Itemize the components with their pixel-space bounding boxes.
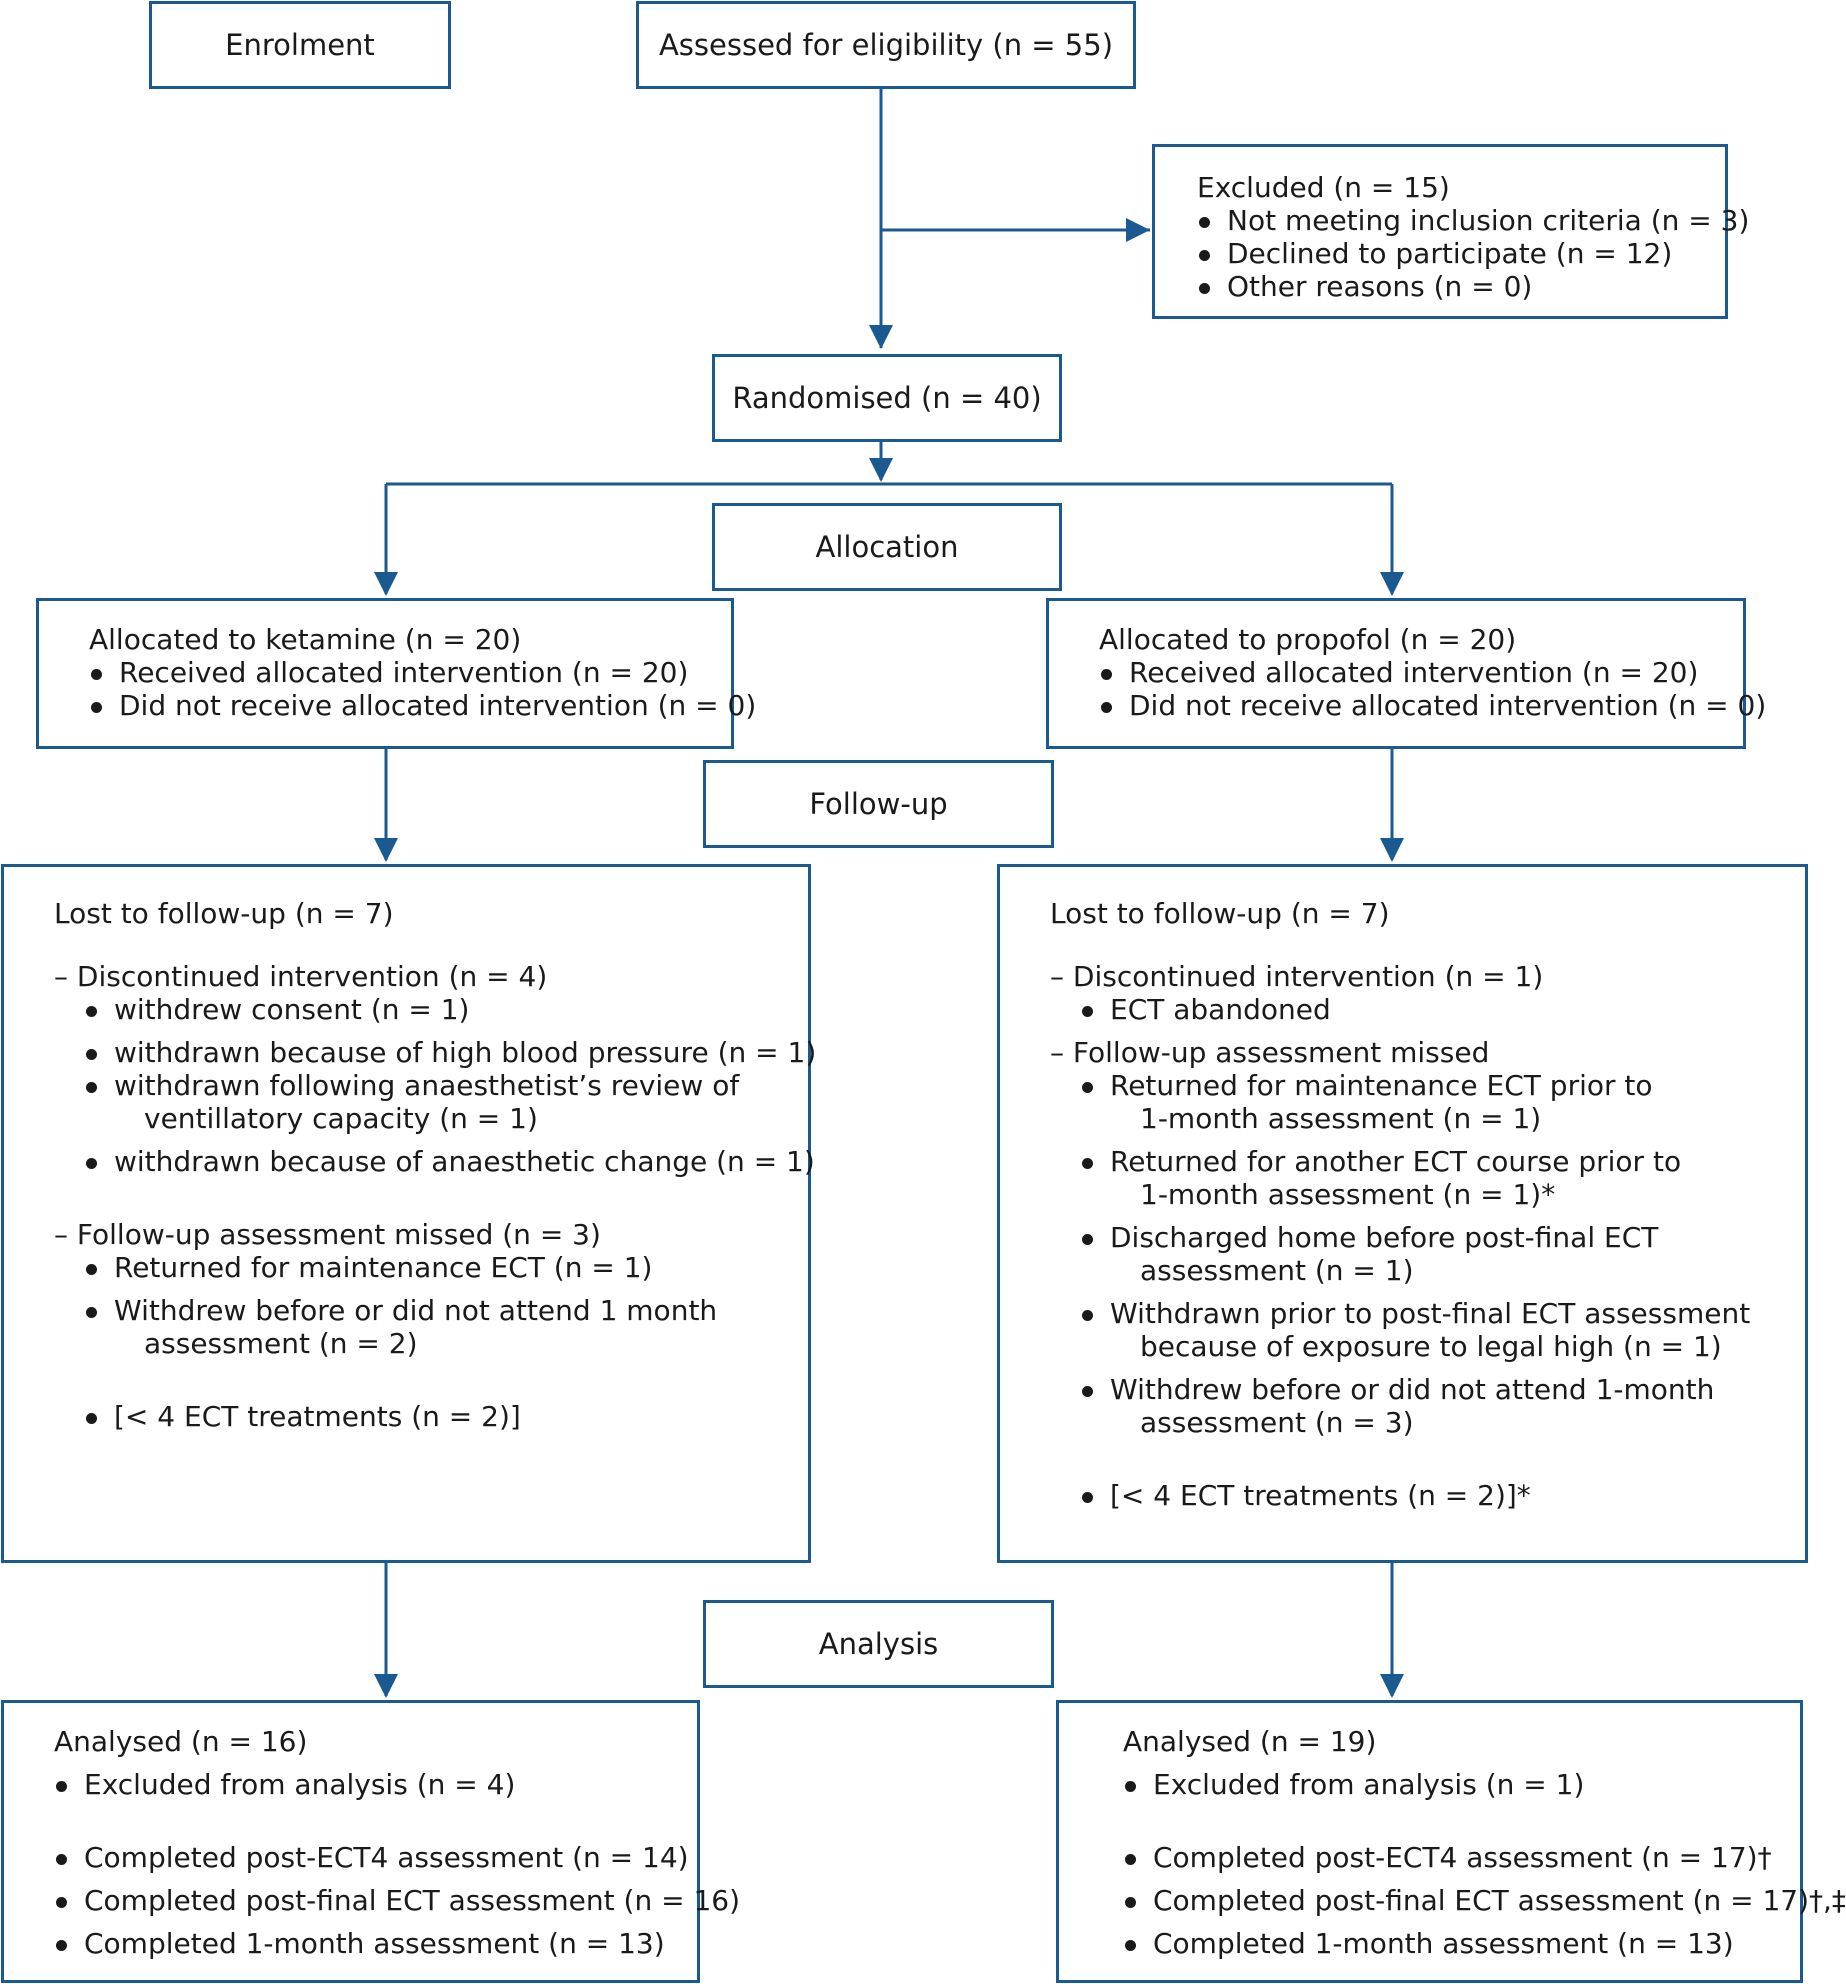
lost-right-missed-list: Returned for maintenance ECT prior to 1-…	[1050, 1069, 1805, 1512]
excluded-box: Excluded (n = 15) Not meeting inclusion …	[1152, 144, 1749, 319]
list-item: Returned for maintenance ECT prior to	[1080, 1069, 1805, 1102]
stage-enrolment: Enrolment	[149, 1, 451, 89]
list-item-continued: assessment (n = 3)	[1140, 1406, 1414, 1439]
list-item: Completed post-ECT4 assessment (n = 14)	[54, 1841, 697, 1874]
lost-left-box: Lost to follow-up (n = 7) – Discontinued…	[1, 864, 816, 1563]
propofol-item: Received allocated intervention (n = 20)	[1099, 656, 1743, 689]
stage-allocation: Allocation	[712, 503, 1062, 591]
list-item: ECT abandoned	[1080, 993, 1805, 1026]
list-item: Withdrew before or did not attend 1-mont…	[1080, 1373, 1805, 1406]
list-item-continued: assessment (n = 2)	[144, 1327, 418, 1360]
lost-left-discontinued: – Discontinued intervention (n = 4)	[54, 960, 548, 993]
lost-left-title: Lost to follow-up (n = 7)	[54, 897, 394, 930]
lost-right-title: Lost to follow-up (n = 7)	[1050, 897, 1390, 930]
analysed-left-box: Analysed (n = 16) Excluded from analysis…	[1, 1700, 740, 1983]
list-item: Completed 1-month assessment (n = 13)	[54, 1927, 697, 1960]
flow-connectors	[374, 88, 1404, 1698]
lost-right-box: Lost to follow-up (n = 7) – Discontinued…	[997, 864, 1808, 1563]
arrowhead-lost-left	[374, 838, 398, 862]
analysed-right-box: Analysed (n = 19) Excluded from analysis…	[1056, 1700, 1846, 1983]
arrowhead-lost-right	[1380, 838, 1404, 862]
lost-right-disc-list: ECT abandoned	[1050, 993, 1805, 1026]
excluded-item: Not meeting inclusion criteria (n = 3)	[1197, 204, 1749, 237]
analysed-right-excluded: Excluded from analysis (n = 1)	[1123, 1768, 1800, 1801]
list-item-continued: ventillatory capacity (n = 1)	[144, 1102, 538, 1135]
propofol-item: Did not receive allocated intervention (…	[1099, 689, 1766, 722]
list-item: Completed post-final ECT assessment (n =…	[54, 1884, 740, 1917]
lost-left-disc-list: withdrew consent (n = 1) withdrawn becau…	[54, 993, 816, 1178]
arrowhead-analysed-left	[374, 1674, 398, 1698]
arrowhead-split	[869, 458, 893, 482]
list-item: [< 4 ECT treatments (n = 2)]	[84, 1400, 808, 1433]
stage-analysis-label: Analysis	[818, 1627, 939, 1661]
arrowhead-randomised	[869, 325, 893, 349]
list-item-continued: assessment (n = 1)	[1140, 1254, 1414, 1287]
ketamine-item: Received allocated intervention (n = 20)	[89, 656, 731, 689]
arrowhead-excluded	[1126, 218, 1150, 242]
stage-followup: Follow-up	[703, 760, 1054, 848]
excluded-item: Declined to participate (n = 12)	[1197, 237, 1725, 270]
list-item: Completed post-final ECT assessment (n =…	[1123, 1884, 1846, 1917]
assessed-box: Assessed for eligibility (n = 55)	[636, 1, 1136, 89]
stage-enrolment-label: Enrolment	[225, 28, 375, 62]
stage-allocation-label: Allocation	[815, 530, 959, 564]
arrowhead-analysed-right	[1380, 1674, 1404, 1698]
analysed-right-title: Analysed (n = 19)	[1123, 1725, 1377, 1758]
list-item: withdrawn because of anaesthetic change …	[84, 1145, 815, 1178]
arrowhead-ketamine	[374, 572, 398, 596]
list-item-continued: 1-month assessment (n = 1)*	[1140, 1178, 1556, 1211]
lost-left-missed: – Follow-up assessment missed (n = 3)	[54, 1218, 601, 1251]
list-item: Completed post-ECT4 assessment (n = 17)†	[1123, 1841, 1800, 1874]
list-item: Discharged home before post-final ECT	[1080, 1221, 1805, 1254]
list-item: [< 4 ECT treatments (n = 2)]*	[1080, 1479, 1805, 1512]
excluded-item: Other reasons (n = 0)	[1197, 270, 1725, 303]
excluded-title: Excluded (n = 15)	[1197, 171, 1450, 204]
stage-followup-label: Follow-up	[809, 787, 948, 821]
propofol-box: Allocated to propofol (n = 20) Received …	[1046, 598, 1766, 749]
randomised-box: Randomised (n = 40)	[712, 354, 1062, 442]
lost-left-missed-list: Returned for maintenance ECT (n = 1) Wit…	[54, 1251, 808, 1433]
analysed-left-excluded: Excluded from analysis (n = 4)	[54, 1768, 697, 1801]
list-item: Returned for maintenance ECT (n = 1)	[84, 1251, 808, 1284]
lost-right-discontinued: – Discontinued intervention (n = 1)	[1050, 960, 1544, 993]
ketamine-item: Did not receive allocated intervention (…	[89, 689, 756, 722]
lost-right-missed: – Follow-up assessment missed	[1050, 1036, 1490, 1069]
assessed-text: Assessed for eligibility (n = 55)	[658, 28, 1114, 62]
list-item: withdrawn because of high blood pressure…	[84, 1036, 816, 1069]
list-item: withdrawn following anaesthetist’s revie…	[84, 1069, 808, 1102]
propofol-title: Allocated to propofol (n = 20)	[1099, 623, 1517, 656]
list-item: Withdrawn prior to post-final ECT assess…	[1080, 1297, 1805, 1330]
list-item-continued: 1-month assessment (n = 1)	[1140, 1102, 1542, 1135]
list-item-continued: because of exposure to legal high (n = 1…	[1140, 1330, 1722, 1363]
list-item: Withdrew before or did not attend 1 mont…	[84, 1294, 808, 1327]
list-item: Completed 1-month assessment (n = 13)	[1123, 1927, 1800, 1960]
list-item: withdrew consent (n = 1)	[84, 993, 808, 1026]
arrowhead-propofol	[1380, 572, 1404, 596]
stage-analysis: Analysis	[703, 1600, 1054, 1688]
ketamine-title: Allocated to ketamine (n = 20)	[89, 623, 522, 656]
ketamine-box: Allocated to ketamine (n = 20) Received …	[36, 598, 756, 749]
analysed-left-title: Analysed (n = 16)	[54, 1725, 308, 1758]
randomised-text: Randomised (n = 40)	[732, 381, 1042, 415]
list-item: Returned for another ECT course prior to	[1080, 1145, 1805, 1178]
